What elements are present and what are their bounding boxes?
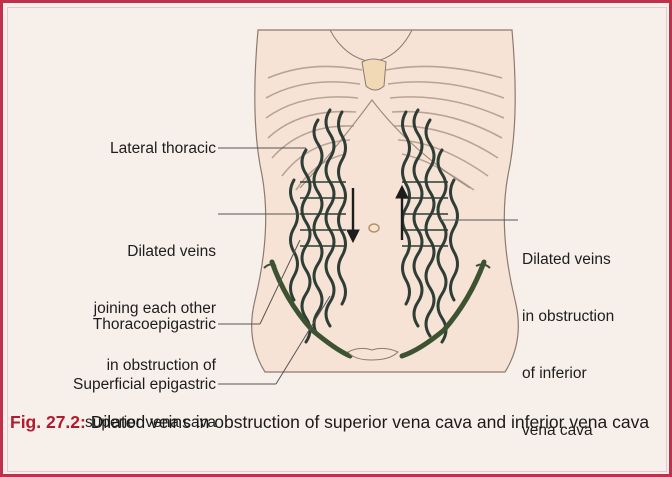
label-dilated-ivc-line-1: Dilated veins xyxy=(522,250,662,269)
sternum xyxy=(362,59,386,90)
figure-number: Fig. 27.2: xyxy=(10,412,86,432)
label-lateral-thoracic: Lateral thoracic xyxy=(60,139,216,158)
label-dilated-ivc-line-2: in obstruction xyxy=(522,307,662,326)
figure-caption-text: Dilated veins in obstruction of superior… xyxy=(86,412,649,432)
label-dilated-ivc-line-3: of inferior xyxy=(522,364,662,383)
label-dilated-svc-line-3: in obstruction of xyxy=(20,356,216,375)
figure-caption: Fig. 27.2: Dilated veins in obstruction … xyxy=(10,410,660,434)
label-dilated-svc-line-1: Dilated veins xyxy=(20,242,216,261)
label-superficial-epigastric: Superficial epigastric xyxy=(10,375,216,394)
label-thoracoepigastric: Thoracoepigastric xyxy=(20,315,216,334)
